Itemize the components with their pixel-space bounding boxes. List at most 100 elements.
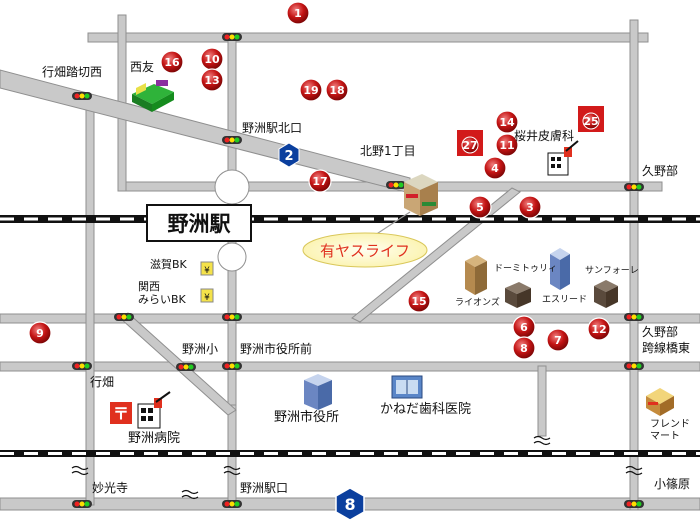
svg-text:8: 8 bbox=[344, 495, 355, 514]
condo-esreed-icon bbox=[550, 248, 570, 290]
square-marker-27[interactable]: 27 bbox=[457, 130, 483, 156]
road-v-west bbox=[85, 94, 95, 506]
pin-11[interactable]: 11 bbox=[495, 133, 519, 157]
square-marker-25[interactable]: 25 bbox=[578, 106, 604, 132]
label-kansai: 関西 bbox=[138, 280, 160, 293]
traffic-light-icon bbox=[114, 313, 134, 321]
pin-5[interactable]: 5 bbox=[468, 195, 492, 219]
svg-text:14: 14 bbox=[499, 116, 515, 129]
svg-text:19: 19 bbox=[303, 84, 318, 97]
pin-18[interactable]: 18 bbox=[325, 78, 349, 102]
label-dormitory: ドーミトゥリィ bbox=[494, 264, 557, 274]
traffic-light-icon bbox=[624, 500, 644, 508]
label-mirai-bk: みらいBK bbox=[138, 293, 187, 306]
pin-17[interactable]: 17 bbox=[308, 169, 332, 193]
traffic-light-icon bbox=[222, 313, 242, 321]
traffic-light-icon bbox=[72, 500, 92, 508]
pin-4[interactable]: 4 bbox=[483, 156, 507, 180]
label-yasusho: 野洲小 bbox=[182, 342, 218, 356]
svg-text:1: 1 bbox=[294, 7, 302, 20]
route-8-marker: 8 bbox=[335, 487, 365, 521]
condo-lions-icon bbox=[465, 255, 487, 295]
pin-10[interactable]: 10 bbox=[200, 47, 224, 71]
traffic-light-icon bbox=[222, 362, 242, 370]
traffic-light-icon bbox=[624, 313, 644, 321]
label-gyobata: 行畑 bbox=[90, 375, 114, 389]
label-yasu-eki-kitaguchi: 野洲駅北口 bbox=[242, 121, 302, 135]
road-top bbox=[87, 32, 649, 43]
svg-text:10: 10 bbox=[204, 53, 220, 66]
pin-9[interactable]: 9 bbox=[28, 321, 52, 345]
pin-16[interactable]: 16 bbox=[160, 50, 184, 74]
label-yasu-shiyakusho: 野洲市役所 bbox=[274, 409, 339, 425]
station-name: 野洲駅 bbox=[168, 212, 232, 236]
svg-text:5: 5 bbox=[476, 201, 484, 214]
svg-text:2: 2 bbox=[284, 149, 293, 164]
traffic-light-icon bbox=[222, 33, 242, 41]
pin-13[interactable]: 13 bbox=[200, 68, 224, 92]
svg-text:11: 11 bbox=[499, 139, 514, 152]
svg-text:〒: 〒 bbox=[113, 404, 129, 423]
hospital-icon bbox=[137, 391, 171, 429]
road-shiyakusho bbox=[0, 361, 700, 372]
pin-14[interactable]: 14 bbox=[495, 110, 519, 134]
bank-icon: ¥ bbox=[200, 261, 214, 276]
condo-sunforre-icon bbox=[594, 280, 618, 308]
svg-text:16: 16 bbox=[164, 56, 180, 69]
route-2-marker: 2 bbox=[278, 142, 300, 168]
traffic-light-icon bbox=[386, 181, 406, 189]
dental-clinic-icon bbox=[391, 375, 423, 399]
pin-1[interactable]: 1 bbox=[286, 1, 310, 25]
svg-text:27: 27 bbox=[462, 139, 477, 152]
supermarket-icon bbox=[132, 80, 174, 112]
clinic-icon bbox=[547, 140, 579, 176]
svg-text:12: 12 bbox=[591, 323, 606, 336]
svg-text:8: 8 bbox=[520, 342, 528, 355]
label-yasu-shiyakusho-mae: 野洲市役所前 bbox=[240, 341, 312, 356]
label-koshinohara: 小篠原 bbox=[654, 476, 690, 491]
label-friend: フレンド bbox=[650, 419, 690, 430]
station-roundabout-south bbox=[217, 242, 247, 272]
svg-text:17: 17 bbox=[312, 175, 327, 188]
svg-text:¥: ¥ bbox=[204, 293, 210, 303]
shop-callout[interactable]: 有ヤスライフ bbox=[302, 211, 428, 268]
svg-text:6: 6 bbox=[520, 321, 528, 334]
pin-7[interactable]: 7 bbox=[546, 328, 570, 352]
label-lions: ライオンズ bbox=[455, 296, 500, 308]
label-nishitomo: 西友 bbox=[130, 60, 154, 74]
traffic-light-icon bbox=[72, 362, 92, 370]
pin-3[interactable]: 3 bbox=[518, 195, 542, 219]
label-yasu-byoin: 野洲病院 bbox=[128, 431, 180, 446]
svg-text:9: 9 bbox=[36, 327, 44, 340]
crossing-marks bbox=[71, 435, 643, 500]
railway bbox=[0, 215, 700, 457]
traffic-light-icon bbox=[624, 183, 644, 191]
traffic-light-icon bbox=[72, 92, 92, 100]
traffic-lights bbox=[72, 33, 644, 508]
pin-19[interactable]: 19 bbox=[299, 78, 323, 102]
pin-6[interactable]: 6 bbox=[512, 315, 536, 339]
svg-text:3: 3 bbox=[526, 201, 534, 214]
station-box: 野洲駅 bbox=[146, 204, 252, 242]
traffic-light-icon bbox=[624, 362, 644, 370]
place-labels: 行畑踏切西 西友 野洲駅北口 北野1丁目 桜井皮膚科 久野部 滋賀BK 関西 み… bbox=[42, 60, 690, 495]
station-roundabout bbox=[214, 169, 250, 205]
svg-text:15: 15 bbox=[411, 295, 426, 308]
label-kitano-1chome: 北野1丁目 bbox=[360, 144, 416, 158]
pin-12[interactable]: 12 bbox=[587, 317, 611, 341]
post-office-icon: 〒 bbox=[110, 402, 132, 424]
svg-text:18: 18 bbox=[329, 84, 344, 97]
label-mart: マート bbox=[650, 431, 680, 442]
road-mid bbox=[0, 313, 700, 324]
label-sunforre: サンフォーレ bbox=[585, 265, 639, 276]
label-yasu-ekiguchi: 野洲駅口 bbox=[240, 481, 288, 495]
label-kyubu: 久野部 bbox=[642, 163, 678, 178]
svg-text:4: 4 bbox=[491, 162, 499, 175]
pin-15[interactable]: 15 bbox=[407, 289, 431, 313]
svg-text:7: 7 bbox=[554, 334, 562, 347]
numbered-pins: 1 3 4 5 6 7 8 9 10 11 12 13 14 15 16 17 … bbox=[28, 1, 611, 360]
label-esreed: エスリード bbox=[542, 295, 587, 305]
traffic-light-icon bbox=[176, 363, 196, 371]
label-myokoji: 妙光寺 bbox=[92, 481, 128, 495]
pin-8[interactable]: 8 bbox=[512, 336, 536, 360]
